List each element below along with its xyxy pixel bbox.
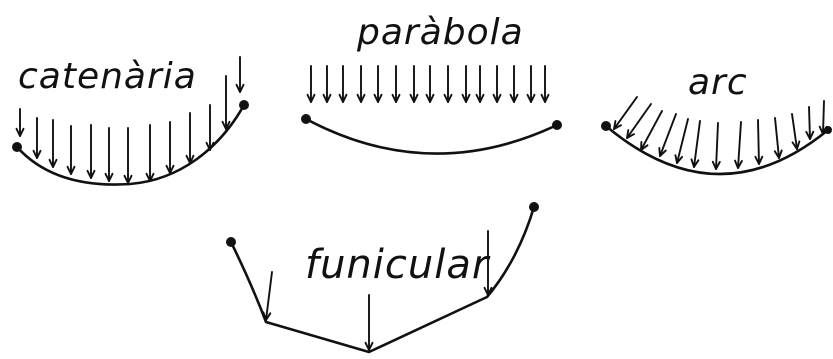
parabola-load-arrow — [391, 65, 401, 103]
catenaria-right-support — [239, 100, 249, 110]
arc-load-arrow — [791, 113, 801, 150]
catenaria-load-arrow — [48, 119, 58, 168]
parabola-load-arrow — [373, 65, 383, 103]
arc-load-arrow — [658, 113, 677, 157]
parabola-label: paràbola — [356, 12, 524, 53]
parabola-figure: paràbola — [301, 12, 562, 155]
parabola-load-arrow — [409, 65, 419, 103]
parabola-loads — [306, 65, 550, 103]
catenaria-load-arrow — [32, 117, 42, 159]
arc-load-arrow — [613, 96, 638, 130]
parabola-load-arrow — [526, 65, 536, 103]
arc-load-arrow — [818, 100, 828, 135]
parabola-load-arrow — [540, 65, 550, 103]
arc-loads — [613, 96, 828, 170]
arc-load-arrow — [640, 110, 663, 151]
parabola-curve — [304, 117, 559, 155]
arc-load-arrow — [773, 117, 783, 159]
funicular-polygon — [229, 205, 536, 354]
parabola-load-arrow — [492, 65, 502, 103]
parabola-left-support — [301, 114, 311, 124]
catenaria-load-arrow — [165, 121, 175, 174]
parabola-load-arrow — [509, 65, 519, 103]
catenaria-load-arrow — [123, 127, 133, 184]
funicular-load-arrow — [364, 294, 374, 351]
catenaria-load-arrow — [15, 108, 25, 137]
catenaria-loads — [15, 56, 245, 184]
catenaria-load-arrow — [235, 56, 245, 93]
arc-curve — [604, 124, 830, 176]
catenaria-load-arrow — [66, 125, 76, 175]
funicular-loads — [262, 230, 493, 351]
arc-figure: arc — [601, 62, 832, 176]
parabola-load-arrow — [425, 65, 435, 103]
funicular-label: funicular — [305, 242, 491, 288]
funicular-load-arrow — [483, 230, 493, 296]
catenaria-label: catenària — [18, 56, 197, 97]
arc-label: arc — [688, 62, 748, 103]
arc-load-arrow — [711, 122, 721, 170]
parabola-load-arrow — [461, 65, 471, 103]
parabola-load-arrow — [322, 65, 332, 103]
parabola-load-arrow — [443, 65, 453, 103]
arc-load-arrow — [754, 119, 764, 165]
parabola-load-arrow — [338, 65, 348, 103]
funicular-right-support — [529, 202, 539, 212]
arc-load-arrow — [805, 106, 815, 140]
funicular-left-support — [226, 237, 236, 247]
arc-load-arrow — [674, 118, 689, 164]
catenaria-figure: catenària — [12, 56, 249, 186]
arc-left-support — [601, 121, 611, 131]
catenaria-load-arrow — [221, 75, 231, 130]
catenaria-load-arrow — [145, 124, 155, 182]
catenaria-load-arrow — [205, 104, 215, 151]
catenaria-load-arrow — [86, 124, 96, 179]
parabola-load-arrow — [356, 65, 366, 103]
parabola-load-arrow — [475, 65, 485, 103]
arc-load-arrow — [626, 103, 652, 139]
parabola-load-arrow — [306, 65, 316, 103]
catenaria-load-arrow — [104, 127, 114, 182]
catenaria-left-support — [12, 142, 22, 152]
arc-load-arrow — [690, 120, 701, 168]
funicular-figure: funicular — [226, 202, 539, 354]
catenaria-load-arrow — [185, 112, 195, 164]
parabola-right-support — [552, 120, 562, 130]
catenaria-curve — [15, 103, 246, 186]
arc-load-arrow — [734, 121, 743, 169]
funicular-load-arrow — [262, 271, 273, 321]
